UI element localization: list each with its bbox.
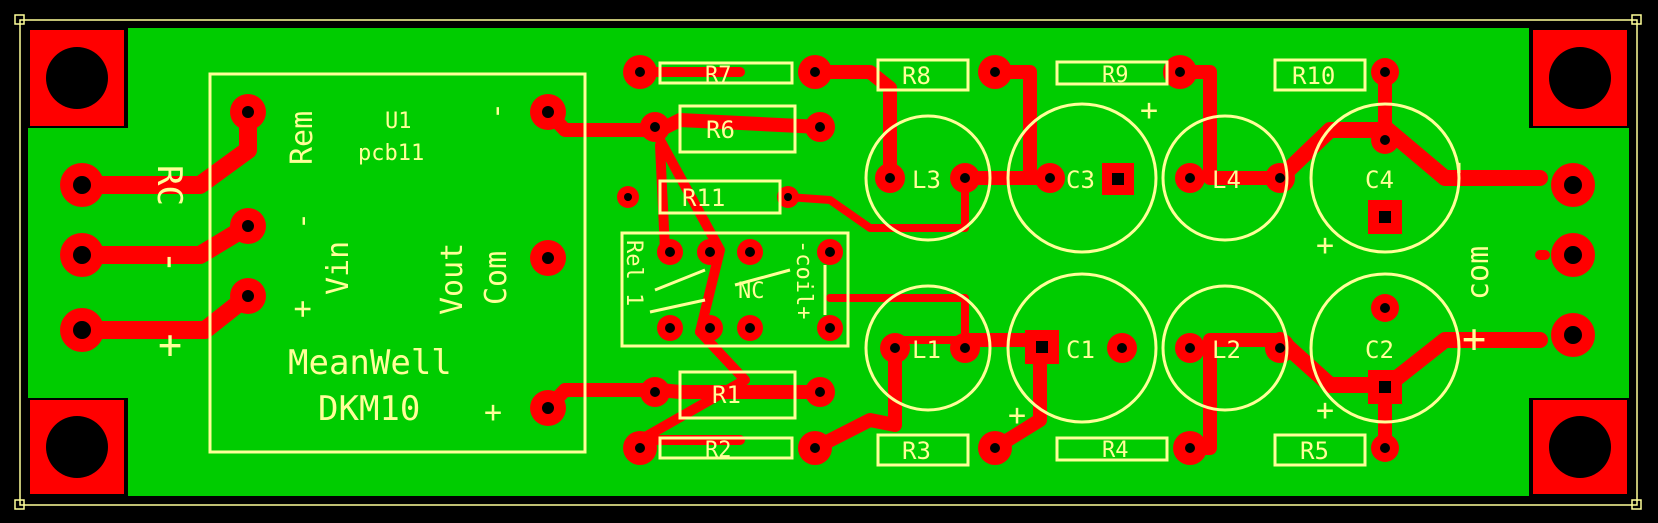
u1-value-label: pcb11: [358, 141, 424, 166]
output-connector-pads: [1551, 163, 1595, 357]
vin-label: Vin: [321, 241, 356, 295]
c1-plus-label: +: [1008, 398, 1026, 433]
output-com-label: com: [1461, 246, 1496, 300]
corner-marker: [14, 499, 25, 510]
vin-plus-label: +: [285, 300, 320, 318]
l4-label: L4: [1212, 166, 1241, 194]
corner-marker: [14, 14, 25, 25]
relay-nc-label: NC: [738, 279, 765, 304]
silkscreen-text: U1 pcb11 Rem - Vin + RC - + Vout Com - +…: [148, 62, 1496, 465]
u1-pads: [230, 94, 566, 426]
l2-label: L2: [1212, 336, 1241, 364]
corner-marker: [1631, 499, 1642, 510]
input-minus-label: -: [148, 250, 194, 274]
r2-label: R2: [705, 438, 732, 463]
r3-label: R3: [902, 437, 931, 465]
input-connector-pads: [60, 163, 104, 352]
pads: [60, 55, 1595, 465]
r6-label: R6: [706, 116, 735, 144]
u1-ref-label: U1: [385, 109, 412, 134]
r8-label: R8: [902, 62, 931, 90]
vout-label: Vout: [435, 243, 470, 315]
output-plus-label: +: [1462, 316, 1486, 362]
l1-label: L1: [912, 336, 941, 364]
output-minus-label: -: [1434, 156, 1480, 180]
input-plus-label: +: [158, 322, 182, 368]
c4-plus-label: +: [1316, 228, 1334, 263]
mounting-holes: [28, 28, 1629, 496]
model-label: DKM10: [318, 389, 420, 429]
u1-outline: [208, 72, 587, 454]
vout-plus-label: +: [484, 395, 502, 430]
relay-pads: [657, 239, 843, 341]
r7-label: R7: [705, 63, 732, 88]
r5-label: R5: [1300, 437, 1329, 465]
l3-label: L3: [912, 166, 941, 194]
r1-label: R1: [712, 381, 741, 409]
rc-label: RC: [149, 165, 189, 206]
c2-label: C2: [1365, 336, 1394, 364]
c3-label: C3: [1066, 166, 1095, 194]
relay-label: Rel_1: [621, 240, 646, 306]
brand-label: MeanWell: [288, 343, 452, 383]
capacitor-pads: [1025, 126, 1402, 404]
c2-plus-label: +: [1316, 393, 1334, 428]
c3-plus-label: +: [1140, 93, 1158, 128]
com-label: Com: [479, 251, 514, 305]
c4-label: C4: [1365, 166, 1394, 194]
r4-label: R4: [1102, 438, 1129, 463]
vin-minus-label: -: [285, 212, 320, 230]
corner-marker: [1631, 14, 1642, 25]
vout-minus-label: -: [479, 102, 514, 120]
relay-outline: [620, 231, 850, 348]
relay-coil-label: -coil+: [791, 240, 816, 319]
silkscreen: [208, 58, 1461, 467]
r9-label: R9: [1102, 63, 1129, 88]
rem-label: Rem: [285, 111, 320, 165]
r10-label: R10: [1292, 62, 1335, 90]
resistor-pads: [617, 55, 1399, 465]
r11-label: R11: [682, 184, 725, 212]
c1-label: C1: [1066, 336, 1095, 364]
board-outline: [19, 19, 1638, 506]
